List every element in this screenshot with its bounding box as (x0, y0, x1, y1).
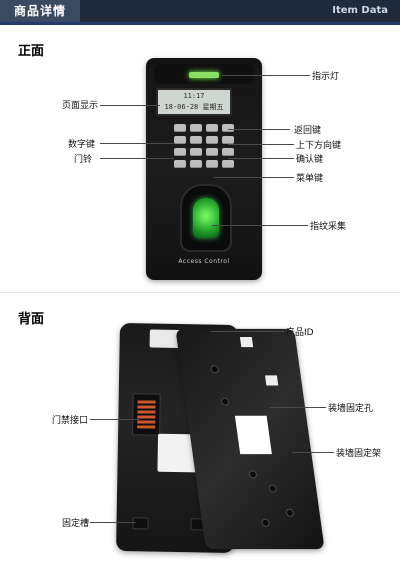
callout-line-product-id (210, 331, 284, 332)
key-0 (190, 160, 202, 168)
fixing-slot-left (132, 517, 149, 530)
label-mount-bracket: 装墙固定架 (336, 449, 382, 459)
label-fixing-slot: 固定槽 (62, 519, 90, 529)
key-star (206, 160, 218, 168)
key-9 (206, 148, 218, 156)
header-bar: 商品详情 Item Data (0, 0, 400, 25)
callout-line-page-display (100, 105, 160, 106)
key-back (222, 124, 234, 132)
label-up-down: 上下方向键 (296, 141, 342, 151)
front-device-image: 11:17 18-06-28 星期五 Access Control (146, 58, 262, 280)
label-page-display: 页面显示 (62, 101, 99, 111)
label-menu: 菜单键 (296, 174, 324, 184)
label-product-id: 产品ID (286, 328, 314, 338)
key-confirm (222, 148, 234, 156)
mount-hole-3 (248, 470, 258, 479)
key-2 (190, 124, 202, 132)
callout-line-fixing-slot (90, 522, 136, 523)
label-number-keys: 数字键 (68, 140, 96, 150)
key-4 (174, 136, 186, 144)
callout-line-access-interface (90, 419, 140, 420)
callout-line-number-keys (100, 143, 174, 144)
front-section-title: 正面 (18, 44, 45, 59)
callout-line-fingerprint (212, 225, 308, 226)
mount-window (234, 415, 272, 455)
header-tab: 商品详情 (0, 0, 80, 22)
mount-hole-6 (260, 518, 271, 527)
mount-tab-upper (264, 375, 279, 386)
lcd-line-2: 18-06-28 星期五 (164, 103, 224, 111)
label-fingerprint: 指纹采集 (310, 222, 347, 232)
label-access-interface: 门禁接口 (52, 416, 89, 426)
key-up-down (222, 136, 234, 144)
callout-line-wall-holes (270, 407, 326, 408)
key-8 (190, 148, 202, 156)
section-divider (0, 292, 400, 293)
mount-hole-2 (220, 397, 230, 406)
lcd-screen: 11:17 18-06-28 星期五 (156, 88, 232, 116)
back-section-title: 背面 (18, 312, 45, 327)
key-bell (174, 160, 186, 168)
label-indicator: 指示灯 (312, 72, 340, 82)
port-pins (137, 400, 156, 429)
label-back-key: 返回键 (294, 126, 322, 136)
keypad (174, 124, 236, 168)
access-control-text: Access Control (178, 258, 230, 265)
key-3 (206, 124, 218, 132)
callout-line-confirm (228, 158, 294, 159)
mount-hole-4 (268, 484, 278, 493)
lcd-line-1: 11:17 (183, 92, 205, 100)
callout-line-menu (214, 177, 294, 178)
fingerprint-sensor (193, 198, 219, 238)
callout-line-up-down (228, 144, 294, 145)
key-6 (206, 136, 218, 144)
fingerprint-housing (180, 184, 232, 252)
key-7 (174, 148, 186, 156)
indicator-light (189, 72, 219, 78)
label-doorbell: 门铃 (74, 155, 93, 165)
mount-hole-1 (210, 365, 220, 374)
callout-line-back-key (228, 129, 290, 130)
label-confirm: 确认键 (296, 155, 324, 165)
mount-hole-5 (285, 508, 295, 517)
mount-tab-top (239, 337, 254, 348)
key-5 (190, 136, 202, 144)
key-1 (174, 124, 186, 132)
callout-line-indicator (222, 75, 310, 76)
callout-line-mount-bracket (292, 452, 334, 453)
key-menu (222, 160, 234, 168)
header-right-label: Item Data (332, 5, 388, 16)
label-wall-holes: 装墙固定孔 (328, 404, 374, 414)
access-port (132, 393, 161, 436)
callout-line-doorbell (100, 158, 174, 159)
